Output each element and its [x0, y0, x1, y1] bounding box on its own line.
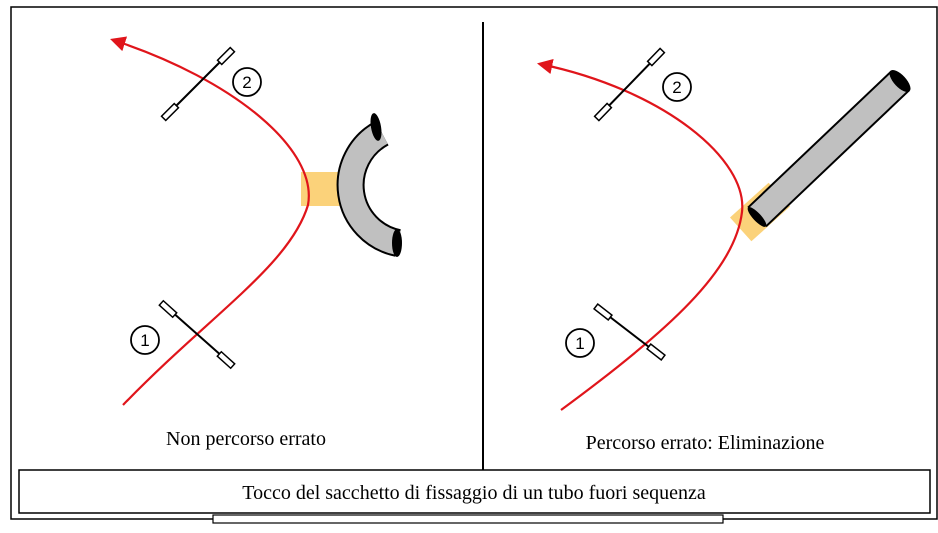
- straight-tube: [747, 69, 911, 228]
- right-panel: 2 1 Percorso errato: Eliminazione: [536, 47, 911, 454]
- marker-1-number: 1: [140, 331, 149, 350]
- marker-2-right: 2: [593, 47, 692, 122]
- marker-1-left: 1: [130, 299, 236, 370]
- riding-path-left: [110, 36, 310, 406]
- marker-2-left: 2: [160, 46, 262, 122]
- caption-right: Percorso errato: Eliminazione: [586, 432, 825, 454]
- marker-1-right: 1: [565, 303, 666, 361]
- marker-2-number: 2: [672, 78, 681, 97]
- left-panel: 2 1 Non percorso errato: [110, 36, 402, 450]
- marker-1-number: 1: [575, 334, 584, 353]
- curved-tube: [336, 113, 402, 257]
- marker-2-number: 2: [242, 73, 251, 92]
- riding-path-right: [536, 58, 744, 411]
- footer-box: Tocco del sacchetto di fissaggio di un t…: [18, 469, 931, 524]
- caption-left: Non percorso errato: [166, 428, 326, 450]
- footer-text: Tocco del sacchetto di fissaggio di un t…: [242, 482, 706, 504]
